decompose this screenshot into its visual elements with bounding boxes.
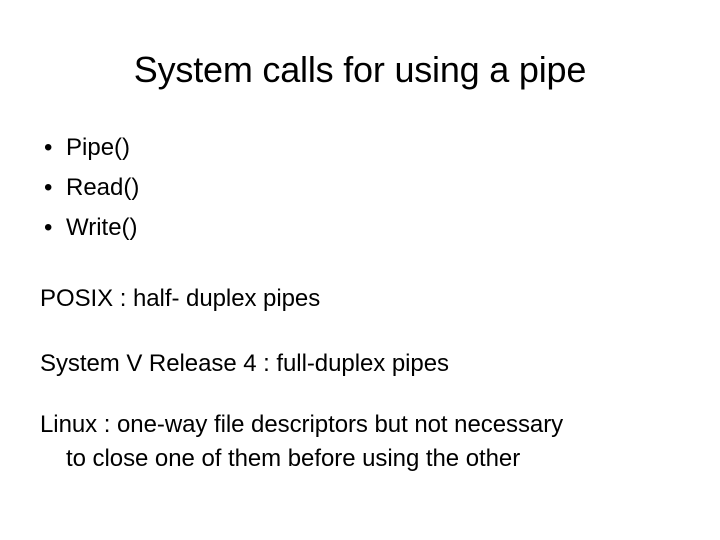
list-item: • Read() — [40, 168, 688, 208]
bullet-dot-icon: • — [44, 134, 53, 161]
list-item-label: Read() — [66, 174, 140, 201]
system-calls-list: • Pipe() • Read() • Write() — [40, 128, 688, 248]
note-linux-line-2: to close one of them before using the ot… — [66, 445, 521, 472]
note-system-v: System V Release 4 : full-duplex pipes — [40, 350, 449, 377]
note-linux-line-1: Linux : one-way file descriptors but not… — [40, 411, 564, 438]
bullet-dot-icon: • — [44, 214, 53, 241]
list-item: • Pipe() — [40, 128, 688, 168]
note-linux: Linux : one-way file descriptors but not… — [40, 408, 688, 476]
note-posix: POSIX : half- duplex pipes — [40, 285, 321, 312]
bullet-dot-icon: • — [44, 174, 53, 201]
list-item-label: Write() — [66, 214, 138, 241]
list-item-label: Pipe() — [66, 134, 131, 161]
slide-body: • Pipe() • Read() • Write() POSIX : half… — [40, 128, 688, 500]
list-item: • Write() — [40, 208, 688, 248]
page-title: System calls for using a pipe — [133, 49, 587, 90]
pipe-semantics-notes: POSIX : half- duplex pipes System V Rele… — [40, 278, 688, 476]
